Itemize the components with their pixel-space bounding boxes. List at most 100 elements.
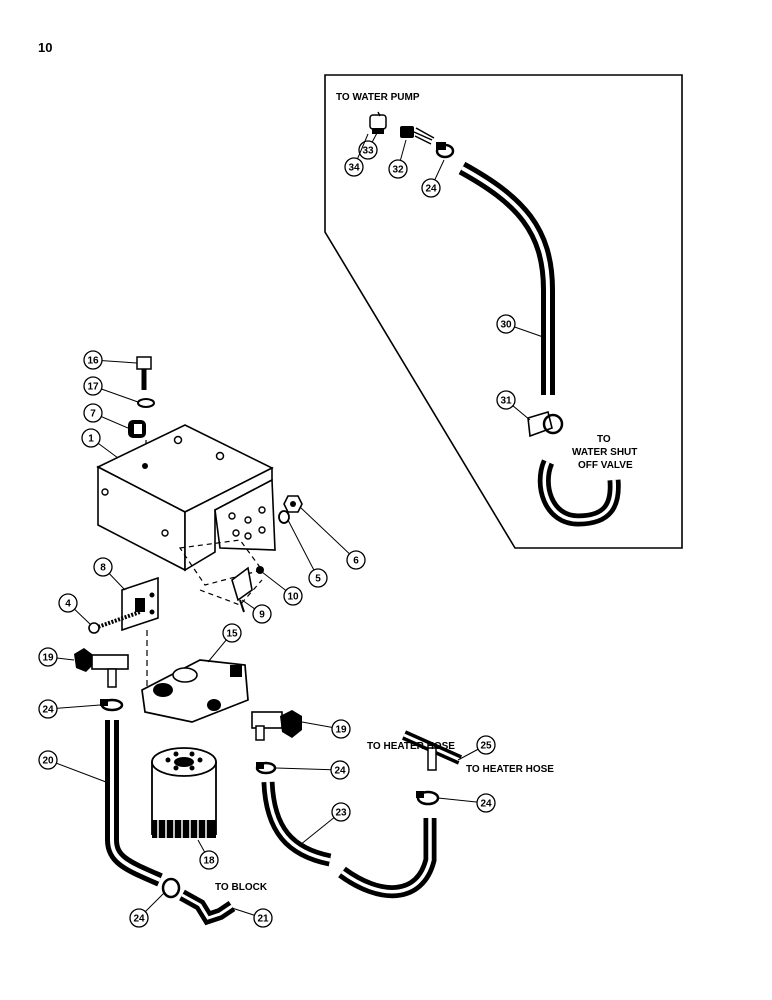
callout-17: 17 bbox=[83, 376, 103, 396]
callout-circle bbox=[331, 802, 351, 822]
callout-number: 30 bbox=[500, 320, 512, 331]
callout-number: 7 bbox=[90, 409, 96, 420]
callout-number: 24 bbox=[425, 184, 437, 195]
callout-circle bbox=[496, 390, 516, 410]
callout-circle bbox=[283, 586, 303, 606]
hose-clamp-24-d bbox=[161, 877, 181, 899]
hose-clamp-24-b bbox=[255, 761, 277, 775]
callout-circle bbox=[476, 793, 496, 813]
callout-circle bbox=[344, 157, 364, 177]
label-to-water-shutoff-line3: OFF VALVE bbox=[578, 460, 633, 471]
callout-30: 30 bbox=[496, 314, 516, 334]
callout-6: 6 bbox=[346, 550, 366, 570]
label-to-water-shutoff-line2: WATER SHUT bbox=[572, 447, 637, 458]
callout-number: 33 bbox=[362, 146, 374, 157]
callout-21: 21 bbox=[253, 908, 273, 928]
callout-circle bbox=[330, 760, 350, 780]
callout-34: 34 bbox=[344, 157, 364, 177]
callout-number: 24 bbox=[42, 705, 54, 716]
washer-17 bbox=[137, 398, 155, 408]
label-to-water-pump: TO WATER PUMP bbox=[336, 92, 420, 103]
fitting-33 bbox=[369, 111, 387, 134]
callout-circle bbox=[308, 568, 328, 588]
label-to-water-shutoff-line1: TO bbox=[597, 434, 611, 445]
callout-number: 9 bbox=[259, 610, 265, 621]
callout-5: 5 bbox=[308, 568, 328, 588]
callout-number: 15 bbox=[226, 629, 238, 640]
screw-4 bbox=[88, 610, 141, 634]
hose-clip-31 bbox=[527, 410, 564, 438]
callout-number: 1 bbox=[88, 434, 94, 445]
callout-leader-line bbox=[299, 506, 357, 561]
bolt-16 bbox=[136, 356, 152, 390]
callout-circle bbox=[93, 557, 113, 577]
callout-leader-line bbox=[275, 767, 341, 771]
callout-number: 32 bbox=[392, 165, 404, 176]
callout-circle bbox=[331, 719, 351, 739]
callout-8: 8 bbox=[93, 557, 113, 577]
clamp-7 bbox=[128, 420, 146, 438]
callout-circle bbox=[252, 604, 272, 624]
label-to-block: TO BLOCK bbox=[215, 882, 268, 893]
callout-circle bbox=[38, 699, 58, 719]
callout-24: 24 bbox=[38, 699, 58, 719]
label-to-heater-hose-right: TO HEATER HOSE bbox=[466, 764, 554, 775]
label-to-heater-hose-top: TO HEATER HOSE bbox=[367, 741, 455, 752]
callout-circle bbox=[476, 735, 496, 755]
callout-31: 31 bbox=[496, 390, 516, 410]
clip-9 bbox=[231, 566, 253, 613]
fitting-32 bbox=[400, 126, 435, 145]
callout-20: 20 bbox=[38, 750, 58, 770]
callout-circle bbox=[222, 623, 242, 643]
callout-15: 15 bbox=[222, 623, 242, 643]
drain-valve-19-left bbox=[74, 648, 129, 688]
callout-circle bbox=[129, 908, 149, 928]
callout-number: 4 bbox=[65, 599, 71, 610]
hose-clamp-24-inset bbox=[435, 142, 455, 159]
callout-leader-line bbox=[47, 759, 107, 783]
callout-number: 5 bbox=[315, 574, 321, 585]
callout-24: 24 bbox=[476, 793, 496, 813]
tee-fitting-25 bbox=[401, 730, 463, 771]
callout-7: 7 bbox=[83, 403, 103, 423]
callout-9: 9 bbox=[252, 604, 272, 624]
callout-number: 10 bbox=[287, 592, 299, 603]
callout-24: 24 bbox=[129, 908, 149, 928]
hose-clamp-24-a bbox=[100, 698, 124, 712]
callout-circle bbox=[83, 350, 103, 370]
callout-10: 10 bbox=[283, 586, 303, 606]
callout-circle bbox=[421, 178, 441, 198]
callout-23: 23 bbox=[331, 802, 351, 822]
callout-19: 19 bbox=[331, 719, 351, 739]
oil-filter-18 bbox=[151, 747, 217, 838]
hose-clamp-24-c bbox=[416, 790, 440, 806]
page-number: 10 bbox=[38, 40, 52, 55]
callout-16: 16 bbox=[83, 350, 103, 370]
callout-number: 24 bbox=[334, 766, 346, 777]
callout-number: 24 bbox=[133, 914, 145, 925]
callout-circle bbox=[496, 314, 516, 334]
mounting-bracket-1 bbox=[96, 424, 276, 572]
callout-19: 19 bbox=[38, 647, 58, 667]
washer-5 bbox=[278, 510, 290, 524]
callout-number: 25 bbox=[480, 741, 492, 752]
inset-outline bbox=[324, 74, 683, 549]
callout-number: 23 bbox=[335, 808, 347, 819]
callout-24: 24 bbox=[330, 760, 350, 780]
callout-number: 18 bbox=[203, 856, 215, 867]
callout-circle bbox=[38, 647, 58, 667]
callout-circle bbox=[58, 593, 78, 613]
callout-number: 19 bbox=[335, 725, 347, 736]
callout-circle bbox=[38, 750, 58, 770]
callout-number: 19 bbox=[42, 653, 54, 664]
callout-number: 21 bbox=[257, 914, 269, 925]
callout-25: 25 bbox=[476, 735, 496, 755]
callout-number: 31 bbox=[500, 396, 512, 407]
callout-number: 16 bbox=[87, 356, 99, 367]
callout-number: 34 bbox=[348, 163, 360, 174]
callout-24: 24 bbox=[421, 178, 441, 198]
filter-head-15 bbox=[141, 659, 249, 723]
callout-number: 17 bbox=[87, 382, 99, 393]
